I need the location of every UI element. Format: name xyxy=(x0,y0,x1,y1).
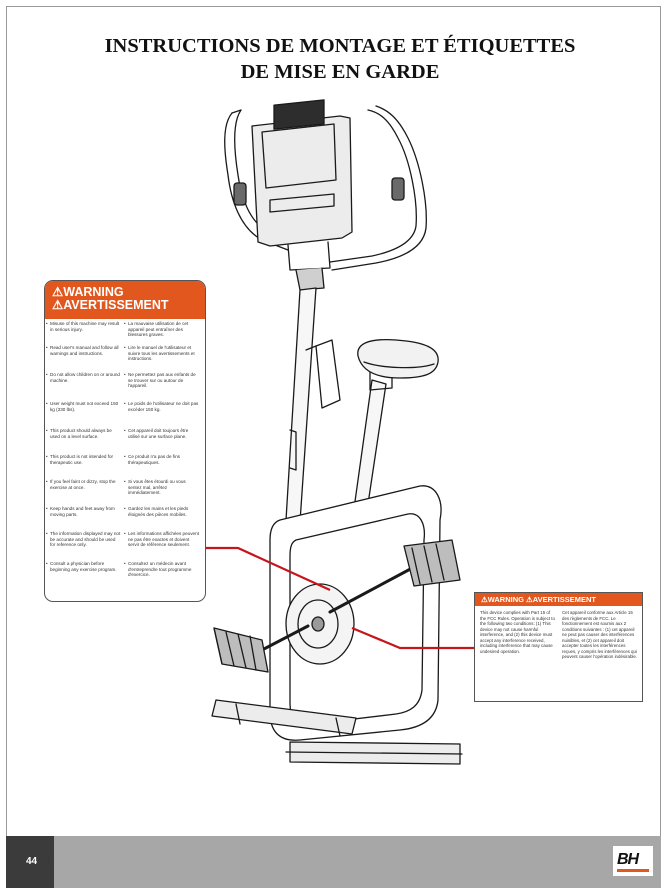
warning-item-en: If you feel faint or dizzy, stop the exe… xyxy=(46,479,122,490)
warning-item-en: Read user's manual and follow all warnin… xyxy=(46,345,122,356)
warning-label-title-en: ⚠WARNING xyxy=(52,285,124,299)
page-title-line-1: INSTRUCTIONS DE MONTAGE ET ÉTIQUETTES xyxy=(104,35,576,57)
warning-item-en: This product is not intended for therape… xyxy=(46,454,122,465)
brand-logo-bar xyxy=(617,869,649,872)
warning-label-bilingual: ⚠WARNING ⚠AVERTISSEMENT Misuse of this m… xyxy=(44,280,206,602)
page-footer: 44 45 BH xyxy=(6,836,661,888)
page-number-right: 45 xyxy=(42,856,54,867)
fcc-text-english: This device complies with Part 15 of the… xyxy=(480,610,555,654)
page-title: INSTRUCTIONS DE MONTAGE ET ÉTIQUETTES DE… xyxy=(40,33,640,85)
warning-item-fr: Si vous êtes étourdi ou vous sentez mal,… xyxy=(124,479,200,496)
warning-item-fr: Le poids de l'utilisateur ne doit pas ex… xyxy=(124,401,200,412)
warning-item-fr: Consultez un médecin avant d'entreprendr… xyxy=(124,561,200,578)
brand-logo: BH xyxy=(613,846,653,876)
fcc-warning-label: ⚠WARNING ⚠AVERTISSEMENT This device comp… xyxy=(474,592,643,702)
fcc-text-french: Cet appareil conforme aux Article 15 des… xyxy=(562,610,638,659)
warning-item-en: This product should always be used on a … xyxy=(46,428,122,439)
warning-item-en: Do not allow children on or around machi… xyxy=(46,372,122,383)
warning-item-fr: Ne permettez pas aux enfants de se trouv… xyxy=(124,372,200,389)
warning-label-header: ⚠WARNING ⚠AVERTISSEMENT xyxy=(45,281,205,319)
warning-item-fr: La mauvaise utilisation de cet appareil … xyxy=(124,321,200,338)
warning-item-en: The information displayed may not be acc… xyxy=(46,531,122,548)
warning-item-en: Misuse of this machine may result in ser… xyxy=(46,321,122,332)
footer-page-tab xyxy=(6,836,54,888)
page-number-left: 44 xyxy=(26,856,38,867)
warning-item-en: Keep hands and feet away from moving par… xyxy=(46,506,122,517)
warning-item-fr: Gardez les mains et les pieds éloignés d… xyxy=(124,506,200,517)
warning-item-en: User weight must not exceed 150 kg (330 … xyxy=(46,401,122,412)
warning-item-fr: Les informations affichées peuvent ne pa… xyxy=(124,531,200,548)
warning-label-title-fr: ⚠AVERTISSEMENT xyxy=(52,298,169,312)
brand-logo-text: BH xyxy=(617,851,639,868)
warning-item-fr: Cet appareil doit toujours être utilisé … xyxy=(124,428,200,439)
fcc-warning-header: ⚠WARNING ⚠AVERTISSEMENT xyxy=(475,593,642,606)
page-title-line-2: DE MISE EN GARDE xyxy=(240,61,440,83)
warning-item-en: Consult a physician before beginning any… xyxy=(46,561,122,572)
warning-item-fr: Lire le manuel de l'utilisateur et suivr… xyxy=(124,345,200,362)
warning-item-fr: Ce produit n'a pas de fins thérapeutique… xyxy=(124,454,200,465)
